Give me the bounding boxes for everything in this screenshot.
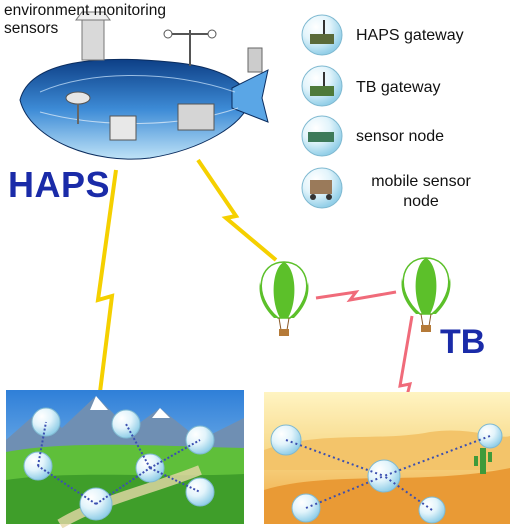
- legend-item-tb-gateway: TB gateway: [300, 78, 510, 122]
- legend-item-sensor-node: sensor node: [300, 127, 510, 171]
- haps-airship: [19, 11, 269, 160]
- legend-label-tb-gateway: TB gateway: [356, 79, 441, 96]
- legend-label-mobile-sensor-node: mobile sensor node: [371, 173, 471, 210]
- desert-scene: [264, 392, 510, 524]
- haps-to-tb-link: [196, 158, 278, 262]
- haps-to-ground-link: [92, 169, 118, 441]
- tb-balloon-right: [401, 257, 451, 332]
- haps-label: HAPS: [8, 164, 111, 205]
- legend-item-mobile-sensor-node: mobile sensor node: [300, 172, 510, 220]
- environment-sensors-label: environment monitoring sensors: [4, 2, 166, 37]
- legend-label-haps-gateway: HAPS gateway: [356, 27, 464, 44]
- tb-to-tb-link: [315, 289, 397, 303]
- tb-label: TB: [440, 323, 486, 361]
- legend-label-sensor-node: sensor node: [356, 128, 445, 145]
- mountain-field-scene: [6, 390, 244, 528]
- legend-item-haps-gateway: HAPS gateway: [300, 26, 510, 70]
- legend-icons: [301, 14, 343, 209]
- tb-balloon-left: [259, 261, 309, 336]
